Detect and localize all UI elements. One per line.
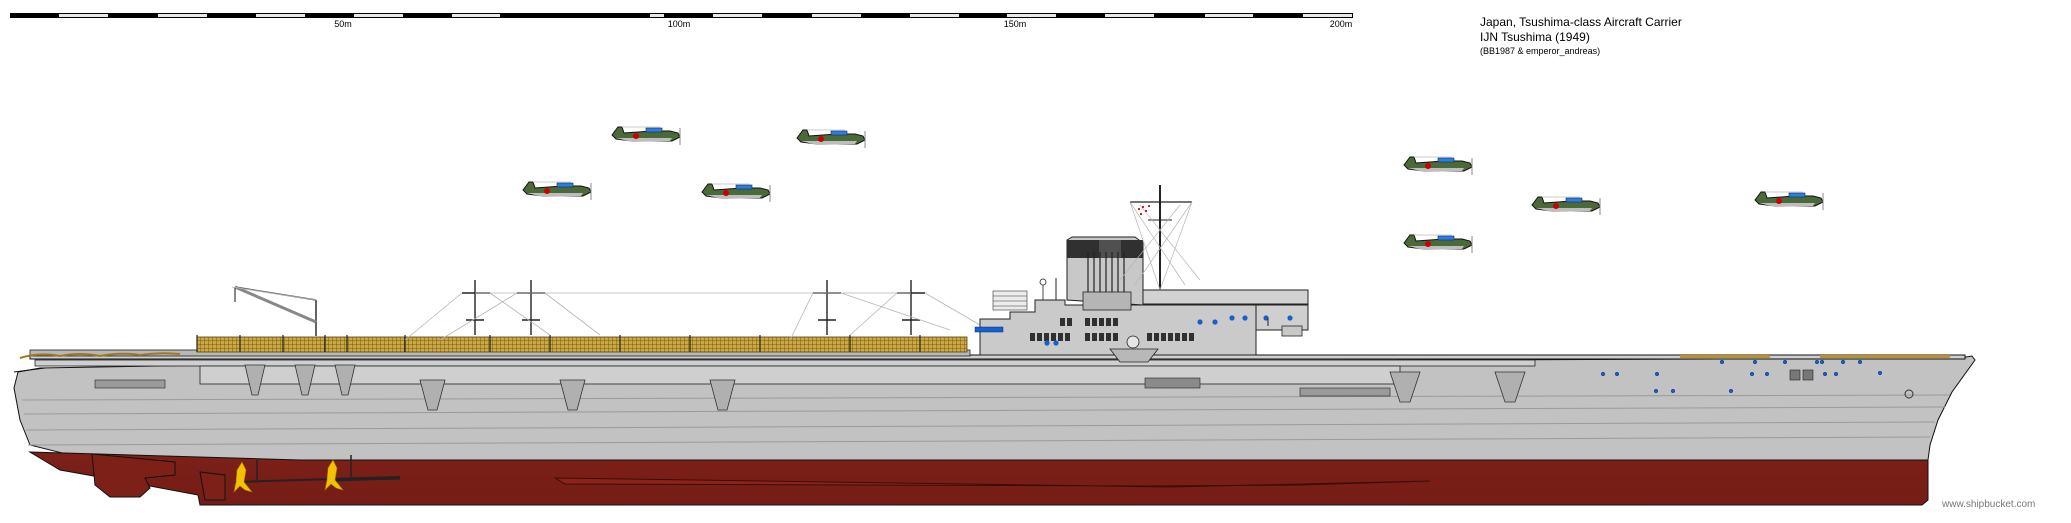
aircraft-icon	[1754, 191, 1824, 211]
credits: (BB1987 & emperor_andreas)	[1480, 46, 1601, 56]
scale-label-50m: 50m	[334, 19, 352, 29]
ensign-flag-icon	[1138, 205, 1150, 215]
scale-label-150m: 150m	[1003, 19, 1027, 29]
masts-and-rigging	[234, 280, 925, 336]
porthole-row	[1600, 359, 1883, 394]
island	[974, 185, 1309, 363]
aircraft-icon	[701, 183, 771, 203]
aircraft-icon	[522, 181, 592, 201]
drawing-title: Japan, Tsushima-class Aircraft Carrier	[1480, 15, 1682, 29]
deck-netting	[196, 336, 968, 353]
boat-icon	[1144, 377, 1201, 389]
watermark: www.shipbucket.com	[1942, 499, 2036, 510]
aircraft-icon	[796, 129, 866, 149]
aircraft-icon	[1403, 234, 1473, 254]
searchlight-icon	[1126, 335, 1140, 349]
scale-label-100m: 100m	[667, 19, 691, 29]
ship-name: IJN Tsushima (1949)	[1480, 30, 1590, 44]
aircraft-formation	[522, 126, 1824, 254]
boat-icon	[1299, 387, 1391, 397]
flight-deck	[19, 335, 1966, 411]
title-block: Japan, Tsushima-class Aircraft Carrier I…	[1480, 15, 1682, 57]
aircraft-icon	[611, 126, 681, 146]
rigging-lines	[231, 286, 981, 341]
boat-icon	[94, 379, 166, 389]
aircraft-icon	[1531, 196, 1601, 216]
aircraft-icon	[1403, 156, 1473, 176]
propeller-icon	[233, 459, 344, 493]
scale-bar	[10, 13, 1353, 18]
scale-label-200m: 200m	[1329, 19, 1353, 29]
radar-array	[992, 290, 1028, 311]
